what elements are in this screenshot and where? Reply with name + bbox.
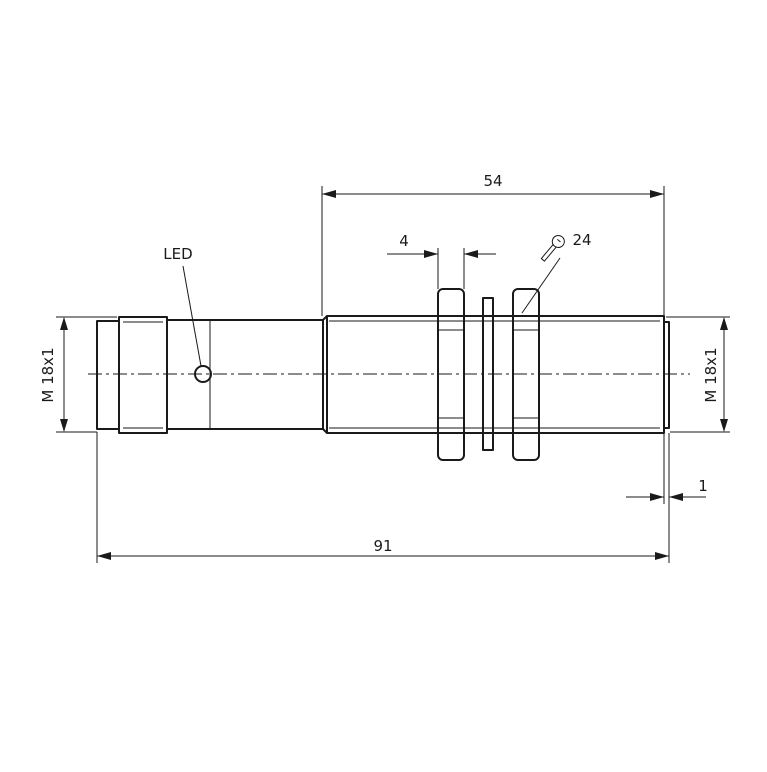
thread-left-label: M 18x1 xyxy=(39,347,57,402)
dim-24-label: 24 xyxy=(572,231,591,249)
nut-left xyxy=(437,288,465,461)
washer xyxy=(482,297,494,451)
dim-4-label: 4 xyxy=(399,232,409,250)
nut-right xyxy=(512,288,540,461)
connector-thread xyxy=(118,316,168,434)
dim-24: 24 xyxy=(521,231,592,314)
led-label: LED xyxy=(163,245,192,263)
dim-thread-left: M 18x1 xyxy=(39,316,117,433)
dim-54-label: 54 xyxy=(483,172,502,190)
sensing-face xyxy=(663,321,670,429)
dim-91-label: 91 xyxy=(373,537,392,555)
dim-91: 91 xyxy=(96,432,670,563)
dim-4: 4 xyxy=(387,232,496,289)
dim-thread-right: M 18x1 xyxy=(666,316,730,433)
connector-cap xyxy=(96,320,120,430)
led-indicator xyxy=(194,365,212,383)
led-callout: LED xyxy=(163,245,202,367)
dim-54: 54 xyxy=(321,172,665,316)
connector-part xyxy=(96,316,168,434)
wrench-icon xyxy=(540,235,565,262)
nut-left-body xyxy=(437,288,465,461)
nut-right-body xyxy=(512,288,540,461)
dim-1: 1 xyxy=(626,433,708,504)
dim-1-label: 1 xyxy=(698,477,708,495)
thread-right-label: M 18x1 xyxy=(702,347,720,402)
